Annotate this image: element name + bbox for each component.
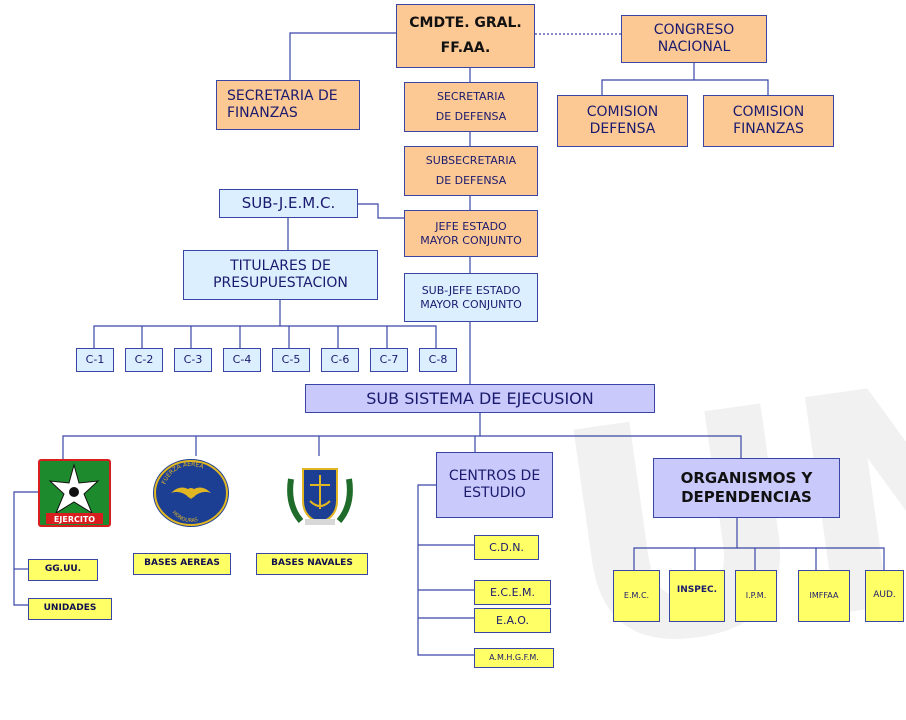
star-icon (46, 463, 103, 524)
c-unit-box[interactable]: C-5 (272, 348, 310, 372)
c-unit-box[interactable]: C-2 (125, 348, 163, 372)
unidades-box[interactable]: UNIDADES (28, 598, 112, 620)
naval-shield-icon (287, 468, 353, 525)
ejercito-emblem-label: EJERCITO (53, 515, 96, 524)
c-unit-box[interactable]: C-1 (76, 348, 114, 372)
subsecretaria-defensa-box[interactable]: SUBSECRETARIA DE DEFENSA (404, 146, 538, 196)
secretaria-finanzas-box[interactable]: SECRETARIA DE FINANZAS (216, 80, 360, 130)
organismo-item-box[interactable]: IMFFAA (798, 570, 850, 622)
sub-jefe-estado-mayor-box[interactable]: SUB-JEFE ESTADO MAYOR CONJUNTO (404, 273, 538, 322)
centros-item-box[interactable]: A.M.H.G.F.M. (474, 648, 554, 668)
c-unit-box[interactable]: C-3 (174, 348, 212, 372)
air-force-seal-icon: FUERZA AEREA HONDURAS (153, 459, 229, 527)
c-unit-box[interactable]: C-8 (419, 348, 457, 372)
bases-navales-box[interactable]: BASES NAVALES (256, 553, 368, 575)
ejercito-emblem: EJERCITO (38, 459, 111, 527)
organismos-dependencias-box[interactable]: ORGANISMOS Y DEPENDENCIAS (653, 458, 840, 518)
sub-jemc-box[interactable]: SUB-J.E.M.C. (219, 189, 358, 218)
organismo-item-box[interactable]: AUD. (865, 570, 904, 622)
titulares-presupuestacion-box[interactable]: TITULARES DE PRESUPUESTACION (183, 250, 378, 300)
organismo-item-box[interactable]: I.P.M. (735, 570, 777, 622)
centros-estudio-box[interactable]: CENTROS DE ESTUDIO (436, 452, 553, 518)
centros-item-box[interactable]: E.A.O. (474, 608, 551, 633)
centros-item-box[interactable]: C.D.N. (474, 535, 539, 560)
connector-lines (13, 32, 885, 656)
congreso-nacional-box[interactable]: CONGRESO NACIONAL (621, 15, 767, 63)
fuerza-aerea-emblem: FUERZA AEREA HONDURAS (151, 457, 231, 529)
secretaria-defensa-box[interactable]: SECRETARIA DE DEFENSA (404, 82, 538, 132)
organismo-item-box[interactable]: INSPEC. (669, 570, 725, 622)
c-unit-box[interactable]: C-7 (370, 348, 408, 372)
naval-emblem (283, 459, 357, 529)
comision-defensa-box[interactable]: COMISION DEFENSA (557, 95, 688, 147)
centros-item-box[interactable]: E.C.E.M. (474, 580, 551, 605)
c-unit-box[interactable]: C-6 (321, 348, 359, 372)
cmdte-gral-box[interactable]: CMDTE. GRAL. FF.AA. (396, 4, 535, 68)
organismo-item-box[interactable]: E.M.C. (613, 570, 660, 622)
sub-sistema-ejecusion-box[interactable]: SUB SISTEMA DE EJECUSION (305, 384, 655, 413)
jefe-estado-mayor-box[interactable]: JEFE ESTADO MAYOR CONJUNTO (404, 210, 538, 257)
comision-finanzas-box[interactable]: COMISION FINANZAS (703, 95, 834, 147)
bases-aereas-box[interactable]: BASES AEREAS (133, 553, 231, 575)
gguu-box[interactable]: GG.UU. (28, 559, 98, 581)
c-unit-box[interactable]: C-4 (223, 348, 261, 372)
